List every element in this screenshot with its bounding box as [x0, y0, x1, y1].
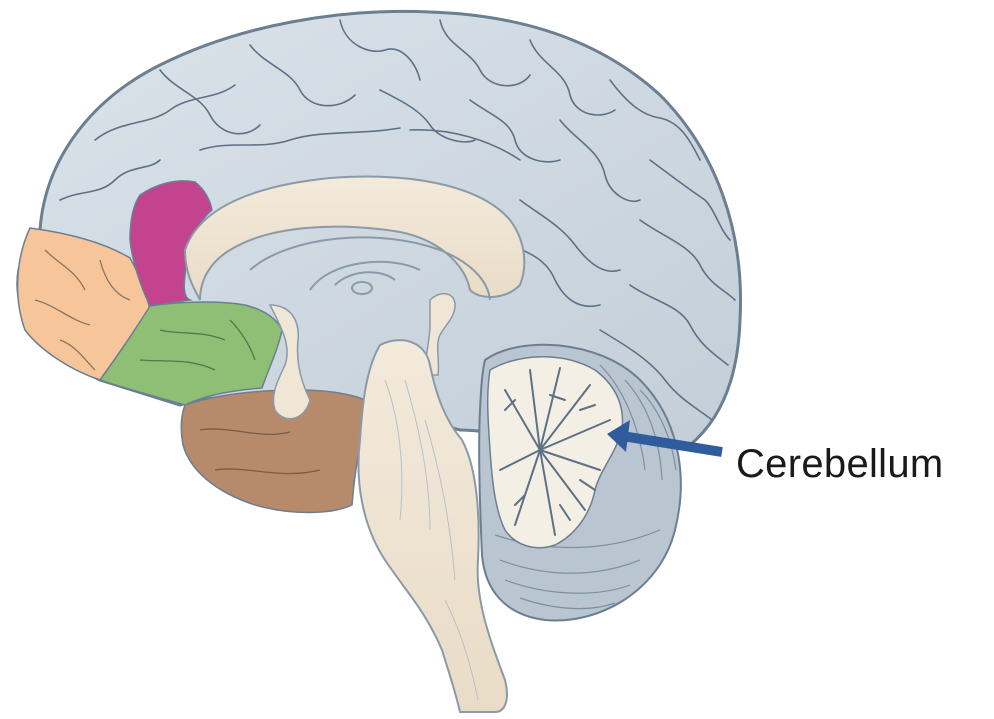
cerebellum-label: Cerebellum — [736, 440, 944, 488]
